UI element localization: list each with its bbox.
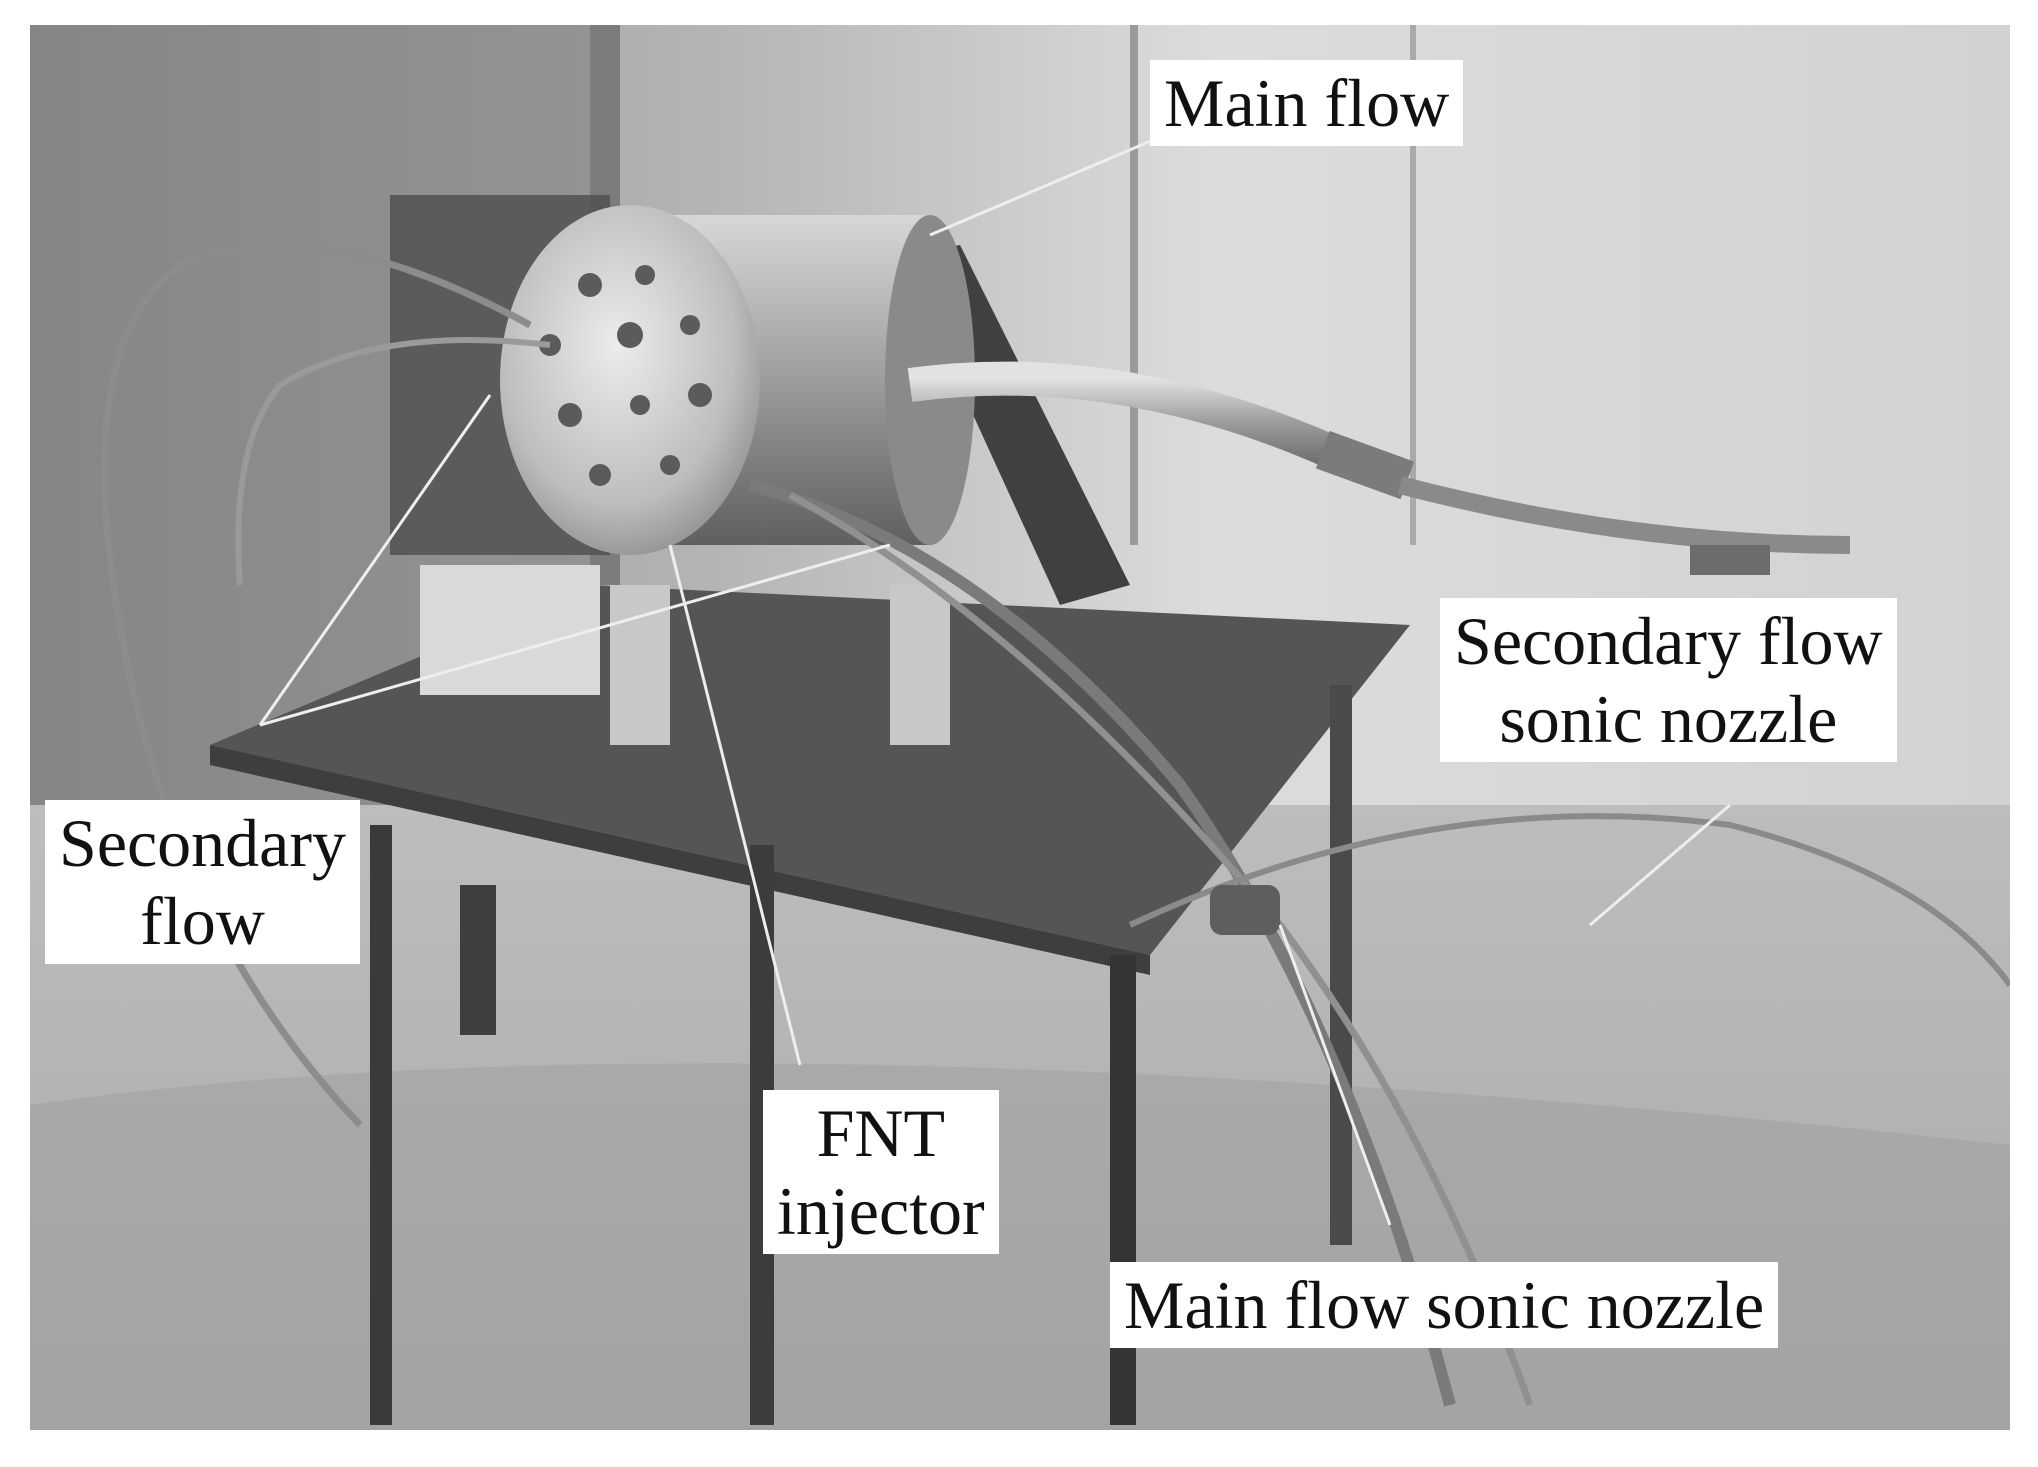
label-secondary-flow-line2: flow: [140, 883, 265, 959]
label-secondary-flow-sonic-nozzle-line2: sonic nozzle: [1499, 681, 1838, 757]
label-main-flow-sonic-nozzle: Main flow sonic nozzle: [1110, 1262, 1779, 1348]
label-secondary-flow-line1: Secondary: [59, 805, 347, 881]
label-main-flow-text: Main flow: [1164, 65, 1450, 141]
label-main-flow-sonic-nozzle-text: Main flow sonic nozzle: [1124, 1267, 1765, 1343]
label-fnt-injector-line2: injector: [777, 1173, 985, 1249]
label-fnt-injector: FNT injector: [763, 1090, 999, 1254]
label-fnt-injector-line1: FNT: [816, 1095, 946, 1171]
label-secondary-flow-sonic-nozzle: Secondary flow sonic nozzle: [1440, 598, 1897, 762]
label-secondary-flow-sonic-nozzle-line1: Secondary flow: [1454, 603, 1883, 679]
label-secondary-flow: Secondary flow: [45, 800, 361, 964]
label-main-flow: Main flow: [1150, 60, 1464, 146]
